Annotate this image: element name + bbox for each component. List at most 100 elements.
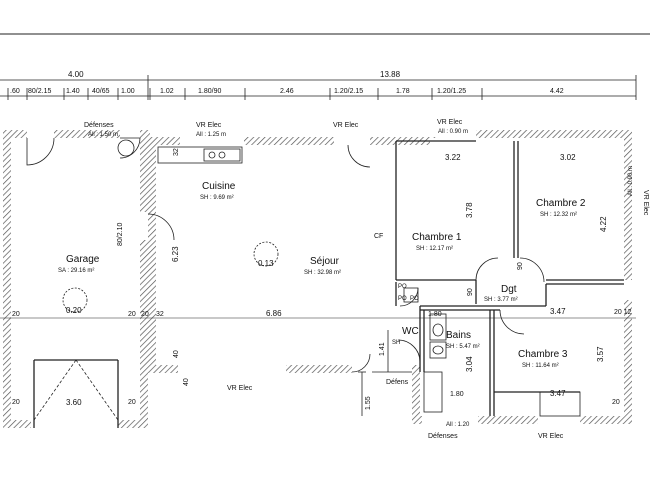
dim-top-row-5: 1.02 (160, 88, 174, 95)
dim-top-left: 4.00 (68, 70, 84, 79)
label-defenses-bottom: Défenses (428, 433, 458, 440)
dim-garage-door: 3.60 (66, 398, 82, 407)
dim-ch1-height: 3.78 (465, 202, 474, 218)
spot-garage: 0.20 (66, 306, 82, 315)
spot-living: 0.13 (258, 259, 274, 268)
top-dimension-lines (0, 75, 637, 100)
side-dimension-lines (358, 330, 412, 416)
room-dgt-name: Dgt (501, 284, 517, 295)
label-defenses-top-sub: All : 1.50 m (88, 132, 118, 138)
room-chambre2-area: SH : 12.32 m² (540, 212, 577, 218)
dim-bath-height: 3.04 (465, 356, 474, 372)
dim-living-width: 6.86 (266, 309, 282, 318)
dim-top-row-3: 40/65 (92, 88, 110, 95)
room-dgt: Dgt SH : 3.77 m² (484, 284, 518, 303)
interior-dimensions: 6.23 6.86 3.22 3.02 3.78 4.22 3.47 3.47 … (12, 148, 632, 410)
dim-ch3-width: 3.47 (550, 307, 566, 316)
label-cf: CF (374, 233, 383, 240)
dim-side-left-2: 20 (12, 399, 20, 406)
room-sejour-area: SH : 32.98 m² (304, 270, 341, 276)
dim-side-left-1: 20 (128, 311, 136, 318)
dim-side-180b: 1.80 (450, 391, 464, 398)
dim-side-40a: 40 (173, 350, 180, 358)
room-chambre1: Chambre 1 SH : 12.17 m² (412, 232, 462, 252)
room-chambre3-area: SH : 11.64 m² (522, 363, 559, 369)
label-po-b: PO (398, 296, 407, 302)
label-defenses-bottom-wc: Défens (386, 379, 409, 386)
garage-door (33, 359, 119, 421)
bathroom-fixtures (117, 139, 581, 417)
room-garage-name: Garage (66, 254, 100, 265)
dim-side-32a: 32 (173, 148, 180, 156)
label-vr-elec-bottom-right: VR Elec (538, 433, 564, 440)
room-bains-name: Bains (446, 330, 471, 341)
room-cuisine: Cuisine SH : 9.69 m² (200, 181, 236, 201)
room-wc-area: SH (392, 340, 400, 346)
room-chambre1-area: SH : 12.17 m² (416, 246, 453, 252)
dim-kitchen-height: 6.23 (171, 246, 180, 262)
label-vr-elec-top-mid: VR Elec (333, 122, 359, 129)
dim-ch2-height: 4.22 (599, 216, 608, 232)
level-marker-living: 0.13 (253, 241, 279, 268)
label-po-a: PO (398, 284, 407, 290)
dim-bedroom-top-a: 3.22 (445, 153, 461, 162)
dim-top-row-2: 1.40 (66, 88, 80, 95)
dim-top-row-8: 1.20/2.15 (334, 88, 363, 95)
dim-top-row-0: .60 (10, 88, 20, 95)
outer-walls (3, 130, 632, 428)
dim-top-row-6: 1.80/90 (198, 88, 221, 95)
room-bains: Bains SH : 5.47 m² (446, 330, 480, 350)
room-wc-name: WC (402, 326, 419, 337)
dim-top-row-7: 2.46 (280, 88, 294, 95)
label-vr-elec-top-right: VR Elec (437, 119, 463, 126)
room-chambre2-name: Chambre 2 (536, 198, 586, 209)
dim-side-90a: 90 (467, 288, 474, 296)
dim-side-32b: 32 (156, 311, 164, 318)
room-wc: WC SH (392, 326, 419, 346)
dim-side-141: 1.41 (379, 342, 386, 356)
dim-door-garage-side: 80/2.10 (117, 223, 124, 246)
door-swings (26, 137, 545, 373)
label-vr-elec-kitchen-sub: All : 1.25 m (196, 132, 226, 138)
room-sejour: Séjour SH : 32.98 m² (304, 256, 341, 276)
dim-side-2012: 20 12 (614, 309, 632, 316)
room-cuisine-name: Cuisine (202, 181, 236, 192)
inner-walls (33, 140, 624, 428)
room-chambre2: Chambre 2 SH : 12.32 m² (536, 198, 586, 218)
room-cuisine-area: SH : 9.69 m² (200, 195, 234, 201)
room-sejour-name: Séjour (310, 256, 340, 267)
opening-labels: Défenses All : 1.50 m VR Elec All : 1.25… (84, 119, 649, 440)
top-dimension-texts: 4.00 13.88 .60 80/2.15 1.40 40/65 1.00 1… (10, 70, 564, 95)
room-chambre3: Chambre 3 SH : 11.64 m² (518, 349, 568, 369)
dim-top-row-11: 4.42 (550, 88, 564, 95)
dim-top-row-10: 1.20/1.25 (437, 88, 466, 95)
label-vr-elec-top-right-sub: All : 0.90 m (438, 129, 468, 135)
label-vr-elec-right: VR Elec (642, 190, 649, 216)
dim-side-left-0: 20 (12, 311, 20, 318)
room-bains-area: SH : 5.47 m² (446, 344, 480, 350)
label-defenses-top: Défenses (84, 122, 114, 129)
dim-ch3-height: 3.57 (596, 346, 605, 362)
kitchen-counter (157, 146, 243, 164)
label-vr-elec-kitchen: VR Elec (196, 122, 222, 129)
dim-side-180a: 1.80 (428, 311, 442, 318)
dim-top-row-4: 1.00 (121, 88, 135, 95)
dim-top-row-1: 80/2.15 (28, 88, 51, 95)
room-chambre1-name: Chambre 1 (412, 232, 462, 243)
label-po-c: PO (410, 296, 419, 302)
dim-side-left-4: 20 (141, 311, 149, 318)
dim-side-40b: 40 (183, 378, 190, 386)
room-garage: Garage SA : 29.16 m² (58, 254, 100, 274)
label-vr-elec-bottom-living: VR Elec (227, 385, 253, 392)
dim-top-row-9: 1.78 (396, 88, 410, 95)
label-defenses-bottom-sub: All : 1.20 (446, 422, 470, 428)
dim-side-155: 1.55 (365, 396, 372, 410)
dim-side-90b: 90 (517, 262, 524, 270)
dim-side-left-3: 20 (128, 399, 136, 406)
dim-bedroom-top-b: 3.02 (560, 153, 576, 162)
room-chambre3-name: Chambre 3 (518, 349, 568, 360)
dim-top-total: 13.88 (380, 70, 401, 79)
dim-side-20r: 20 (612, 399, 620, 406)
label-vr-elec-right-sub: All : 0.90 m (628, 166, 634, 196)
